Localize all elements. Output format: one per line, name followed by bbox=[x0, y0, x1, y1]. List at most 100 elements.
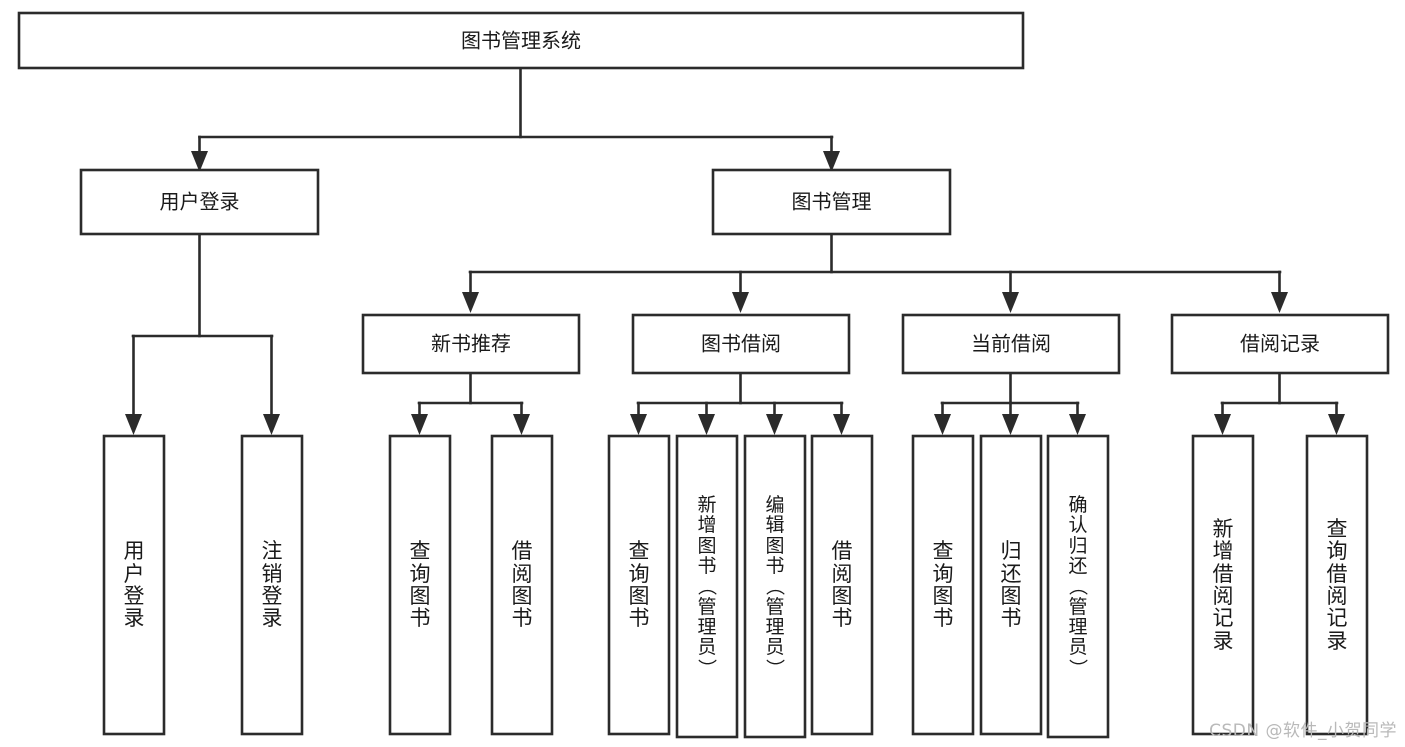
leaf-label-char: 用 bbox=[123, 539, 145, 564]
leaf-label-char: 登 bbox=[261, 584, 283, 608]
leaf-label-char: 书 bbox=[1000, 606, 1022, 631]
leaf-label-char: 录 bbox=[261, 606, 283, 631]
arrow-head-icon bbox=[125, 414, 142, 435]
leaf-label-char: 询 bbox=[409, 561, 431, 586]
node-box-shape bbox=[1191, 434, 1255, 736]
leaf-label-char: 确 bbox=[1068, 494, 1088, 517]
node-box-shape bbox=[240, 434, 304, 736]
leaf-label: 用户登录 bbox=[105, 439, 163, 731]
leaf-label-char: （ bbox=[764, 576, 787, 596]
edge-new-book-to-leaves bbox=[411, 372, 530, 435]
node-label: 借阅记录 bbox=[1240, 332, 1320, 356]
node-box-shape bbox=[1170, 313, 1390, 375]
arrow-head-icon bbox=[1328, 414, 1345, 435]
leaf-label-char: 图 bbox=[1000, 584, 1022, 608]
leaf-label-char: 增 bbox=[697, 514, 717, 537]
arrow-head-icon bbox=[766, 414, 783, 435]
leaf-label-char: 记 bbox=[1212, 606, 1234, 631]
leaf-label-char: 阅 bbox=[1212, 584, 1234, 608]
leaf-label-char: 理 bbox=[765, 615, 785, 638]
arrow-head-icon bbox=[263, 414, 280, 435]
leaf-label: 查询图书 bbox=[914, 439, 972, 731]
leaf-label-char: 查 bbox=[409, 539, 431, 564]
leaf-label-char: 书 bbox=[831, 606, 853, 631]
leaf-label: 新增图书（管理员） bbox=[678, 439, 736, 734]
node-book-borrow[interactable]: 图书借阅 bbox=[631, 313, 851, 375]
node-label: 当前借阅 bbox=[971, 332, 1051, 356]
node-box-shape bbox=[675, 434, 739, 739]
leaf-label-char: 户 bbox=[123, 561, 145, 586]
edge-borrow-record-to-leaves bbox=[1214, 372, 1345, 435]
leaf-label-char: 图 bbox=[628, 584, 650, 608]
arrow-head-icon bbox=[1069, 414, 1086, 435]
node-label: 用户登录 bbox=[160, 190, 240, 214]
node-label: 图书管理 bbox=[792, 190, 872, 214]
leaf-label-char: 还 bbox=[1068, 555, 1088, 577]
node-box-shape bbox=[743, 434, 807, 739]
node-box-shape bbox=[711, 168, 952, 236]
arrow-head-icon bbox=[732, 292, 749, 313]
node-book-management[interactable]: 图书管理 bbox=[711, 168, 952, 236]
leaf-label-char: 书 bbox=[697, 555, 717, 577]
leaf-label: 查询图书 bbox=[610, 439, 668, 731]
node-user-login[interactable]: 用户登录 bbox=[79, 168, 320, 236]
node-borrow-record[interactable]: 借阅记录 bbox=[1170, 313, 1390, 375]
leaf-label-char: 借 bbox=[1326, 561, 1348, 586]
node-box-shape bbox=[102, 434, 166, 736]
leaf-label: 归还图书 bbox=[982, 439, 1040, 731]
arrow-head-icon bbox=[411, 414, 428, 435]
leaf-label-char: 录 bbox=[123, 606, 145, 631]
node-box-shape bbox=[388, 434, 452, 736]
leaf-label-char: 增 bbox=[1212, 539, 1234, 564]
leaf-label-char: 辑 bbox=[765, 514, 785, 537]
leaf-label-char: 理 bbox=[697, 615, 717, 638]
leaf-label-char: 书 bbox=[628, 606, 650, 631]
leaf-label-char: （ bbox=[696, 576, 719, 596]
leaf-user-login-0[interactable]: 用户登录 bbox=[102, 434, 166, 736]
leaf-label-char: 书 bbox=[932, 606, 954, 631]
edge-book-borrow-to-leaves bbox=[630, 372, 850, 435]
leaf-label-char: 认 bbox=[1068, 514, 1088, 537]
leaf-label: 查询图书 bbox=[391, 439, 449, 731]
node-root[interactable]: 图书管理系统 bbox=[17, 11, 1025, 70]
leaf-label-char: 新 bbox=[697, 494, 717, 517]
arrow-head-icon bbox=[1002, 414, 1019, 435]
leaf-label-char: 图 bbox=[697, 534, 717, 557]
node-label: 新书推荐 bbox=[431, 332, 511, 356]
leaf-label-char: 归 bbox=[1068, 534, 1088, 557]
leaf-label-char: 理 bbox=[1068, 615, 1088, 638]
leaf-label: 新增借阅记录 bbox=[1194, 439, 1252, 731]
leaf-label-char: ） bbox=[1067, 658, 1090, 678]
node-label: 图书管理系统 bbox=[461, 29, 581, 53]
node-current-borrow[interactable]: 当前借阅 bbox=[901, 313, 1121, 375]
arrow-head-icon bbox=[191, 151, 208, 172]
node-new-book-recommend[interactable]: 新书推荐 bbox=[361, 313, 581, 375]
leaf-label-char: 登 bbox=[123, 584, 145, 608]
arrow-head-icon bbox=[630, 414, 647, 435]
leaf-label: 查询借阅记录 bbox=[1308, 439, 1366, 731]
arrow-head-icon bbox=[1002, 292, 1019, 313]
leaf-label-char: 管 bbox=[1068, 595, 1088, 618]
leaf-label-char: （ bbox=[1067, 576, 1090, 596]
leaf-label: 借阅图书 bbox=[813, 439, 871, 731]
leaf-label-char: 借 bbox=[831, 539, 853, 564]
edge-user-login-to-leaves bbox=[125, 232, 280, 435]
